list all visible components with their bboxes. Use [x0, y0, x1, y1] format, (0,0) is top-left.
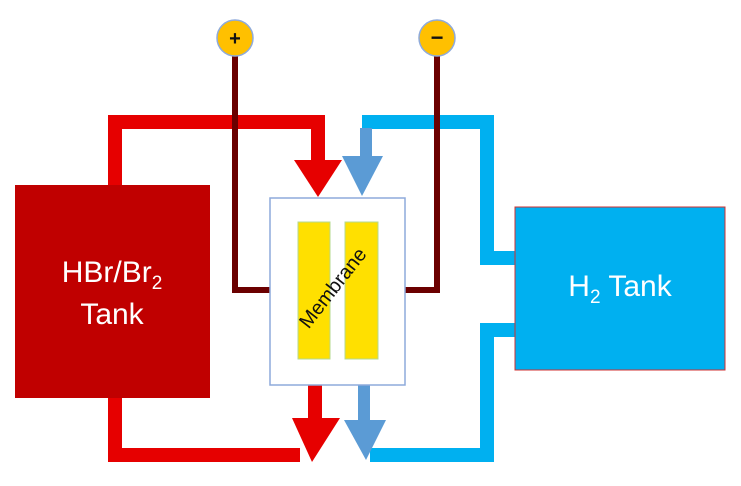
- red-pipe-top: [108, 115, 325, 186]
- red-pipe-bottom: [108, 398, 300, 462]
- positive-terminal-label: +: [229, 28, 241, 50]
- h2-tank-label: H2 Tank: [568, 270, 672, 308]
- hbr-br2-tank: [15, 185, 210, 398]
- hbr-tank-label-line2: Tank: [80, 298, 144, 331]
- red-flow-loop: [108, 115, 325, 462]
- negative-terminal: −: [418, 19, 456, 57]
- blue-pipe-top: [362, 115, 516, 265]
- hbr-tank-label: HBr/Br2: [62, 256, 163, 294]
- cell-stack: [269, 197, 406, 386]
- red-arrow-out: [292, 418, 340, 462]
- negative-wire: [405, 56, 440, 293]
- red-arrow-in: [294, 160, 342, 197]
- blue-pipe-bottom: [370, 323, 516, 462]
- positive-terminal: +: [216, 19, 254, 57]
- negative-terminal-label: −: [431, 25, 444, 50]
- positive-electrode: [297, 221, 331, 360]
- negative-electrode: [344, 221, 379, 360]
- blue-arrow-out: [344, 420, 386, 460]
- blue-flow-loop: [362, 115, 516, 462]
- positive-wire: [232, 56, 270, 293]
- blue-arrow-in: [342, 156, 383, 196]
- h2-tank: [514, 206, 726, 371]
